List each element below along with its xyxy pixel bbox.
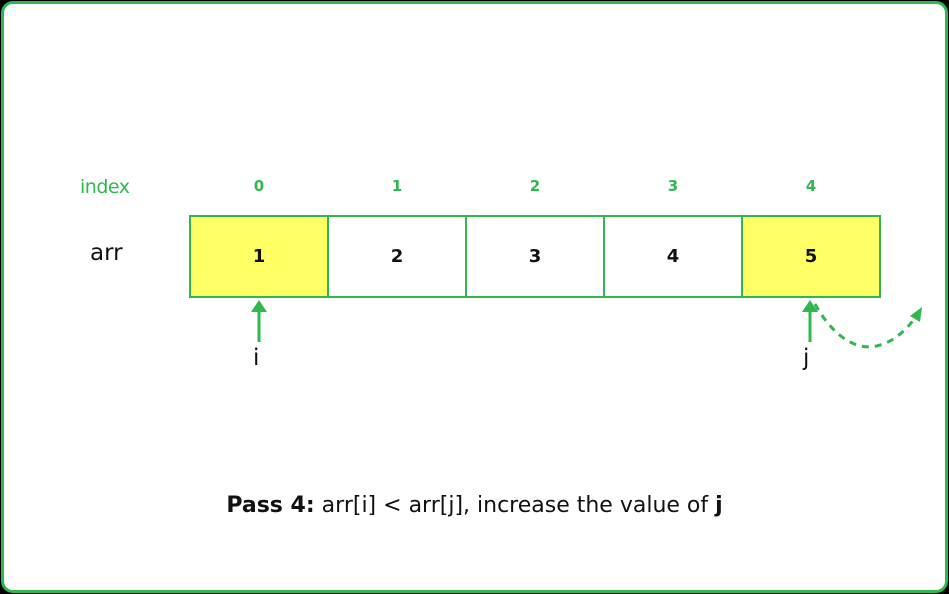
dashed-curved-arrow-icon	[813, 303, 922, 349]
index-0: 0	[253, 177, 265, 195]
caption-var: j	[715, 493, 723, 518]
array-cell-0: 1	[191, 217, 329, 296]
caption-colon: :	[305, 493, 315, 518]
caption-pass: Pass 4	[226, 493, 306, 518]
index-row-label: index	[80, 176, 130, 198]
index-3: 3	[667, 177, 679, 195]
pointer-j-label: j	[803, 345, 810, 371]
caption-text: arr[i] < arr[j], increase the value of	[314, 493, 716, 518]
index-4: 4	[805, 177, 817, 195]
pointer-i-label: i	[253, 345, 260, 371]
array-cell-1: 2	[329, 217, 467, 296]
index-2: 2	[529, 177, 541, 195]
array-cell-4: 5	[743, 217, 881, 296]
array-cells: 1 2 3 4 5	[189, 215, 881, 298]
array-cell-3: 4	[605, 217, 743, 296]
index-1: 1	[391, 177, 403, 195]
array-row-label: arr	[90, 240, 123, 266]
caption: Pass 4: arr[i] < arr[j], increase the va…	[0, 493, 949, 518]
arrow-up-icon	[802, 300, 818, 342]
arrow-up-icon	[251, 300, 267, 342]
array-cell-2: 3	[467, 217, 605, 296]
